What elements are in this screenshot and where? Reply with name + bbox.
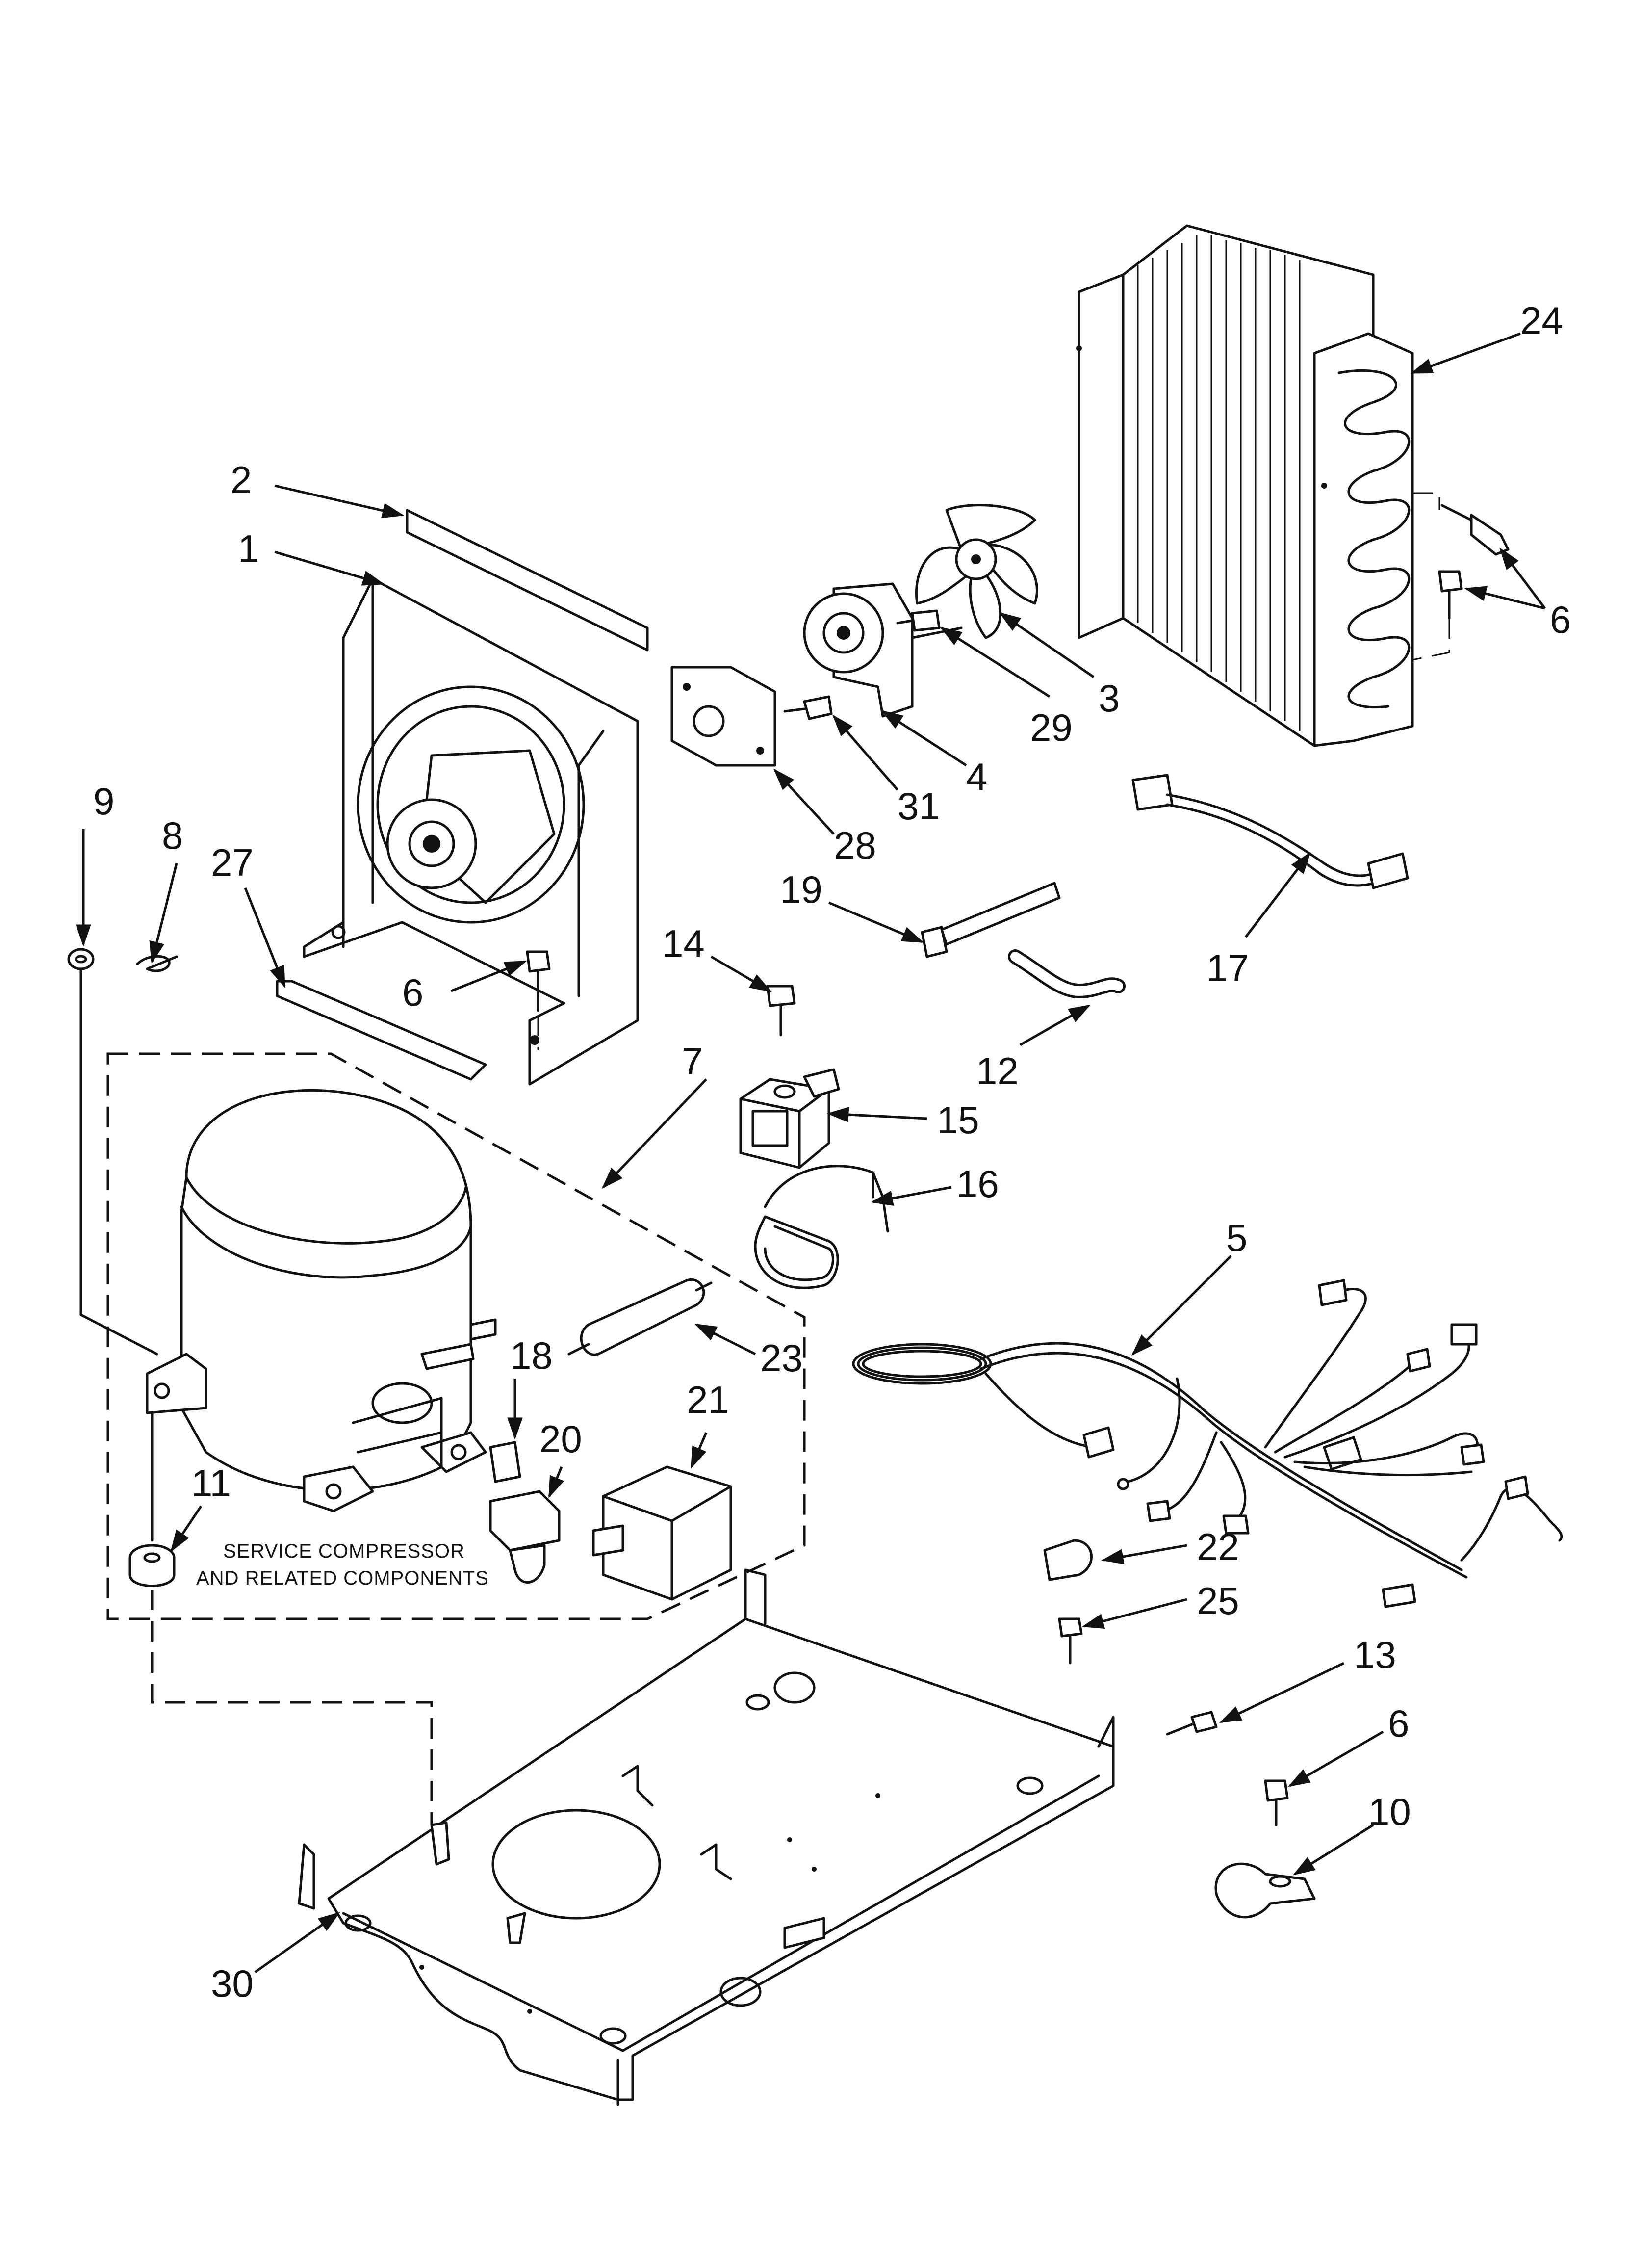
fan-shroud-assembly	[303, 577, 639, 1086]
callout-9: 9	[93, 780, 114, 823]
callout-11: 11	[191, 1461, 231, 1505]
callout-20: 20	[539, 1417, 582, 1460]
screw-13	[1166, 1711, 1218, 1736]
overload-cover	[592, 1465, 732, 1601]
screw-29	[896, 609, 941, 632]
screw-14	[766, 985, 796, 1037]
part-18	[489, 1441, 521, 1483]
condenser-coil	[1076, 224, 1414, 747]
callout-25: 25	[1197, 1579, 1239, 1622]
callout-17: 17	[1206, 946, 1249, 990]
mount-grommet-11	[128, 1544, 176, 1587]
callout-18: 18	[510, 1334, 553, 1377]
callout-5: 5	[1226, 1216, 1247, 1259]
condenser-fan-motor	[803, 582, 963, 718]
callout-1: 1	[238, 527, 259, 570]
callout-15: 15	[937, 1098, 979, 1142]
callout-21: 21	[687, 1378, 729, 1421]
callout-4: 4	[966, 755, 987, 798]
wire-harness-17	[1131, 774, 1409, 889]
gasket-strip	[406, 509, 649, 652]
solenoid-valve	[739, 1068, 840, 1169]
callout-3: 3	[1099, 677, 1120, 720]
filter-drier	[567, 1278, 713, 1356]
callout-10: 10	[1368, 1790, 1411, 1833]
plate-27	[276, 980, 487, 1081]
callout-labels: 2 1 24 6 3 29 4 31 28 9 8 27 6 19 17 14 …	[93, 299, 1571, 2005]
callout-16: 16	[956, 1162, 999, 1205]
screw-25	[1058, 1617, 1083, 1665]
callout-6-condenser: 6	[1550, 598, 1571, 641]
fan-blade	[915, 504, 1038, 639]
grommet-9	[67, 948, 95, 970]
start-relay	[489, 1490, 561, 1584]
callout-23: 23	[760, 1336, 803, 1380]
callout-7: 7	[682, 1040, 703, 1083]
callout-12: 12	[976, 1049, 1019, 1093]
bracket-16	[754, 1165, 889, 1289]
callout-27: 27	[211, 841, 254, 884]
leader-lines	[76, 332, 1546, 1974]
clamp-10	[1214, 1862, 1316, 1919]
clip-22	[1043, 1539, 1093, 1581]
callout-14: 14	[662, 922, 705, 965]
callout-28: 28	[834, 824, 876, 867]
compressor	[146, 1089, 497, 1512]
callout-19: 19	[780, 868, 822, 911]
screw-6-upper	[1440, 504, 1510, 556]
screw-6-base	[1264, 1779, 1289, 1826]
callout-24: 24	[1520, 299, 1563, 342]
callout-22: 22	[1197, 1525, 1239, 1568]
service-note-line-2: AND RELATED COMPONENTS	[196, 1567, 489, 1589]
callout-6-base: 6	[1388, 1702, 1409, 1745]
service-note-line-1: SERVICE COMPRESSOR	[223, 1540, 465, 1562]
callout-6-shroud: 6	[402, 971, 423, 1014]
callout-8: 8	[162, 814, 183, 857]
callout-13: 13	[1354, 1633, 1396, 1676]
screw-6-shroud	[526, 950, 551, 1050]
base-pan	[298, 1568, 1115, 2106]
main-wire-harness	[852, 1279, 1563, 1608]
screw-31	[783, 695, 833, 720]
screw-6-lower	[1438, 570, 1463, 620]
callout-31: 31	[898, 784, 940, 828]
callout-30: 30	[211, 1962, 254, 2005]
compressor-group-dashed-outline	[106, 1052, 806, 1620]
clip-8	[136, 955, 178, 972]
callout-29: 29	[1030, 706, 1073, 749]
cable-tie	[921, 882, 1061, 958]
callout-2: 2	[231, 458, 252, 501]
